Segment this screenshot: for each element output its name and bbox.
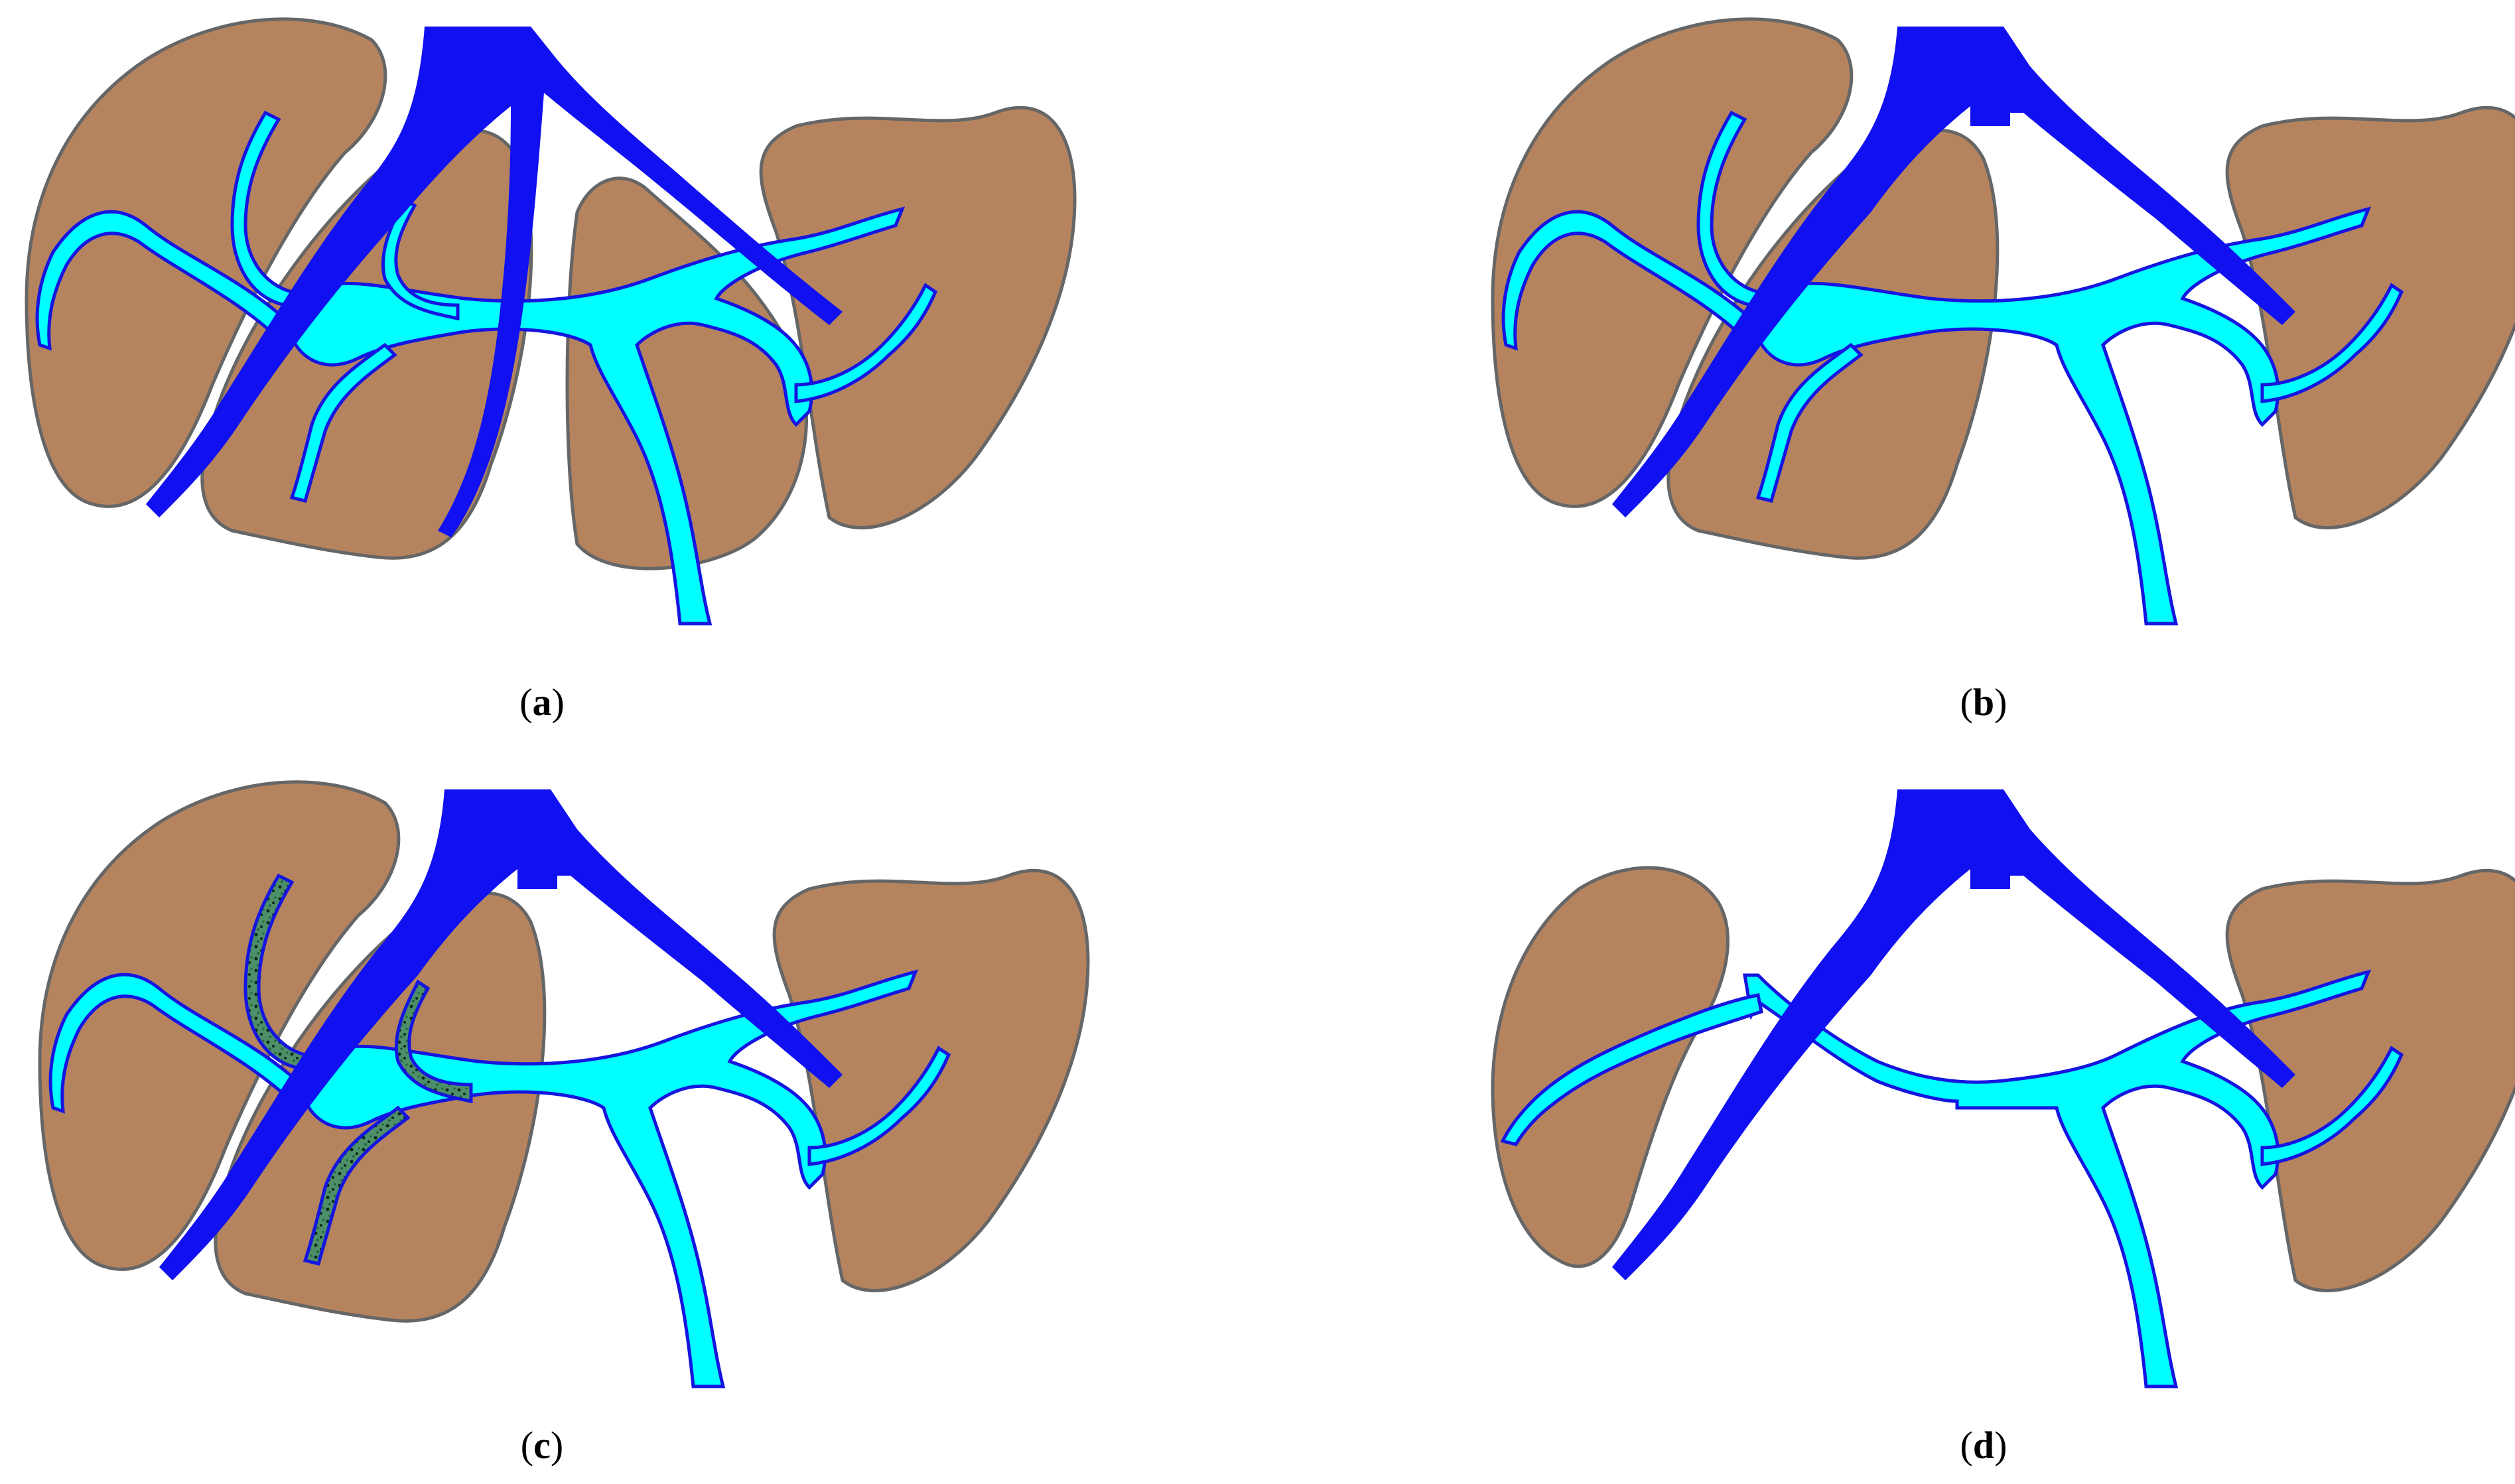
panel-letter-a: a — [532, 681, 552, 724]
panel-d-diagram — [1491, 789, 2515, 1388]
portal-vein-tree — [1501, 110, 2404, 624]
panel-label-b: (b) — [1960, 681, 2007, 724]
panel-a-diagram — [27, 19, 1075, 624]
thrombosed-portal-branches — [243, 873, 473, 1266]
panel-b-diagram — [1493, 19, 2515, 624]
panel-label-c: (c) — [520, 1424, 564, 1467]
portal-vein-tree — [35, 110, 938, 624]
panel-letter-d: d — [1972, 1424, 1995, 1467]
panel-label-a: (a) — [519, 681, 565, 724]
panel-letter-c: c — [533, 1424, 551, 1467]
panel-c-diagram — [40, 782, 1088, 1386]
panel-label-d: (d) — [1960, 1424, 2007, 1467]
portal-vein-tree — [48, 972, 951, 1386]
panel-letter-b: b — [1972, 681, 1995, 724]
portal-vein-tree — [1500, 969, 2404, 1388]
hepatic-vein-tree — [146, 27, 843, 537]
